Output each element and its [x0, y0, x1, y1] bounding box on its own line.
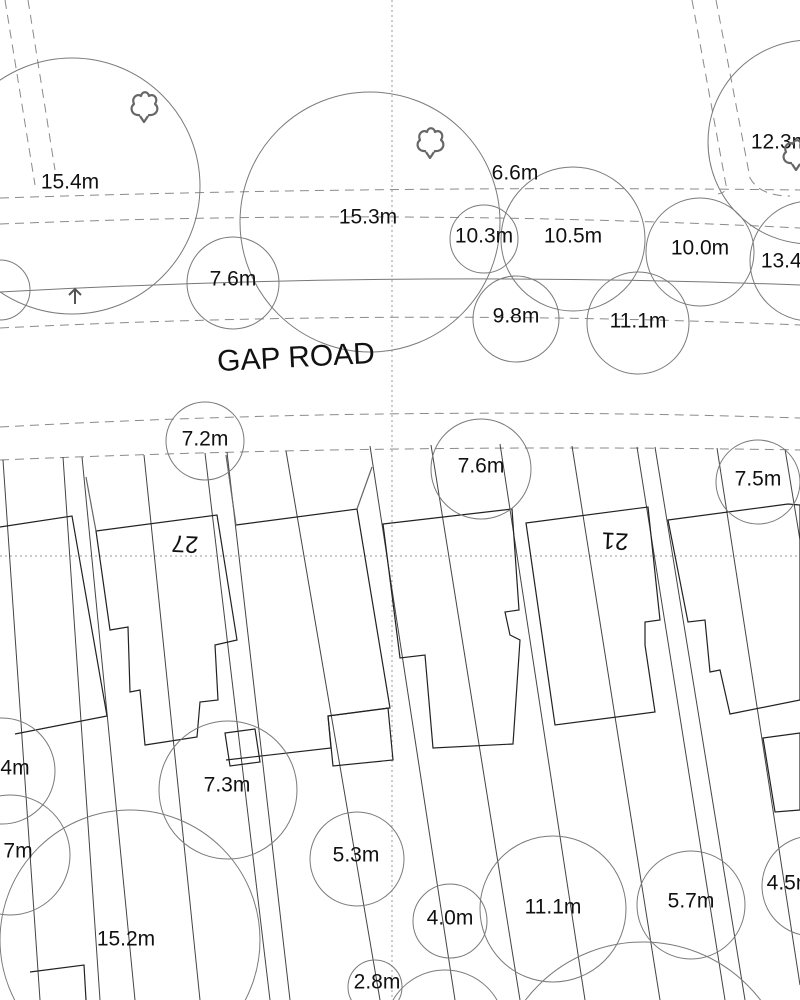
tree-height-label: 12.3m — [750, 130, 800, 154]
house-outlines — [0, 454, 800, 1000]
tree-canopy-circle — [347, 959, 403, 1000]
tree-canopy-circle — [158, 720, 298, 860]
tree-canopy-circle — [761, 836, 800, 936]
tree-canopy-circle — [586, 271, 690, 375]
tree-canopy-circle — [0, 717, 56, 825]
tree-height-label: 7.6m — [457, 454, 505, 478]
house-outline — [95, 514, 238, 746]
house-outline — [225, 508, 391, 761]
tree-canopy-circle — [430, 418, 532, 520]
tree-height-label: 7.5m — [734, 467, 782, 491]
kerb-line-north-2 — [0, 216, 800, 229]
tree-icon — [416, 127, 445, 160]
tree-canopy-circle — [0, 259, 31, 321]
side-passage-line — [356, 466, 373, 510]
tree-canopy-circle — [645, 197, 755, 307]
outbuilding-outline — [762, 732, 800, 813]
path-right-1 — [691, 0, 727, 195]
tree-canopy-circle — [309, 811, 405, 907]
tree-height-label: 7.6m — [209, 267, 257, 291]
tree-icon — [782, 139, 800, 172]
path-right-2 — [715, 0, 791, 197]
north-arrow-icon — [68, 287, 82, 304]
house-outline — [667, 503, 800, 715]
house-number-27: 27 — [170, 529, 200, 558]
tree-height-label: 6.6m — [491, 161, 539, 185]
tree-height-label: 5.7m — [667, 889, 715, 913]
tree-height-label: 4.5m — [766, 871, 800, 895]
tree-height-label: 15.2m — [96, 927, 156, 951]
tree-canopy-circle — [0, 809, 261, 1000]
tree-height-label: 9.8m — [492, 304, 540, 328]
tree-canopy-circle — [472, 275, 560, 363]
tree-canopy-circle — [707, 40, 800, 244]
path-left-1 — [4, 0, 36, 186]
tree-canopy-circle — [449, 204, 519, 274]
tree-height-label: 13.4m — [760, 249, 800, 273]
tree-canopy-circle — [524, 941, 762, 1000]
tree-height-label: 2.8m — [353, 970, 401, 994]
tree-height-label: 11.1m — [524, 895, 582, 919]
kerb-line-footpath-1 — [0, 412, 800, 428]
house-outline — [525, 506, 661, 726]
tree-height-label: 7.2m — [181, 427, 229, 451]
kerb-line-road-south — [0, 316, 800, 329]
path-left-2 — [27, 0, 56, 171]
road-centre-line — [0, 278, 800, 293]
tree-canopies — [0, 40, 800, 1000]
outbuilding-outline — [224, 728, 261, 767]
house-number-21: 21 — [600, 526, 630, 555]
tree-canopy-circle — [636, 850, 746, 960]
kerb-line-north-1 — [0, 188, 800, 199]
tree-icon — [130, 91, 159, 124]
tree-canopy-circle — [479, 835, 627, 983]
tree-canopy-circle — [186, 236, 280, 330]
side-passage-line — [85, 476, 97, 532]
tree-canopy-circle — [165, 401, 245, 481]
house-outline — [382, 508, 521, 749]
side-passage-line — [225, 454, 237, 526]
tree-height-label: 5.3m — [332, 843, 380, 867]
house-outline — [0, 515, 108, 735]
tree-canopy-circle — [0, 57, 201, 315]
tree-height-label: 10.0m — [670, 236, 730, 260]
tree-height-label: 10.5m — [543, 224, 603, 248]
tree-canopy-circle — [412, 883, 488, 959]
kerb-lines — [0, 0, 800, 461]
tree-height-label: 7m — [3, 839, 33, 863]
tree-height-label: 4m — [0, 756, 30, 780]
tree-canopy-circle — [392, 969, 498, 1000]
tree-height-label: 15.3m — [338, 205, 398, 229]
tree-height-label: 11.1m — [609, 309, 667, 333]
kerb-line-footpath-2 — [0, 447, 800, 461]
tree-canopy-circle — [715, 439, 800, 525]
tree-canopy-circle — [749, 201, 800, 321]
garage-outline — [327, 707, 394, 767]
tree-height-label: 7.3m — [203, 773, 251, 797]
tree-canopy-circle — [500, 166, 646, 312]
tree-height-label: 15.4m — [40, 170, 100, 194]
tree-height-label: 4.0m — [426, 906, 474, 930]
tree-canopy-circle — [0, 794, 71, 916]
outbuilding-outline — [29, 964, 87, 1000]
tree-height-label: 10.3m — [454, 224, 514, 248]
tree-canopy-circle — [239, 91, 501, 353]
